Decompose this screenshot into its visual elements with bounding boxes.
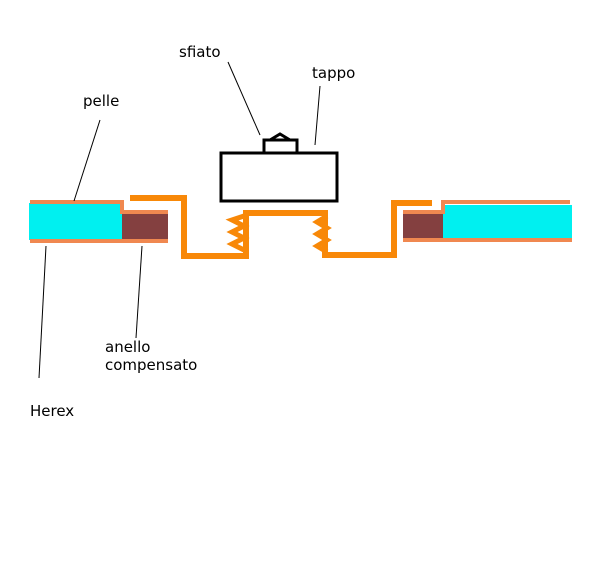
label-herex: Herex	[30, 402, 75, 420]
label-sfiato: sfiato	[179, 43, 221, 61]
label-tappo: tappo	[312, 64, 356, 82]
anello-right	[403, 213, 443, 238]
thread-left	[225, 213, 250, 253]
label-anello: anello	[105, 338, 151, 356]
anello-left	[122, 213, 168, 240]
label-pelle: pelle	[83, 92, 120, 110]
pelle-right-top	[403, 200, 570, 214]
sfiato-dome	[269, 132, 291, 142]
herex-core-right	[443, 205, 572, 238]
leader-lines	[38, 61, 321, 379]
label-compensato: compensato	[105, 356, 198, 374]
pelle-left-top	[30, 200, 168, 214]
flange	[130, 195, 432, 259]
herex-core-left	[29, 203, 122, 240]
sfiato-body	[262, 138, 299, 155]
tappo-body	[219, 151, 339, 203]
thread-right	[312, 213, 332, 255]
